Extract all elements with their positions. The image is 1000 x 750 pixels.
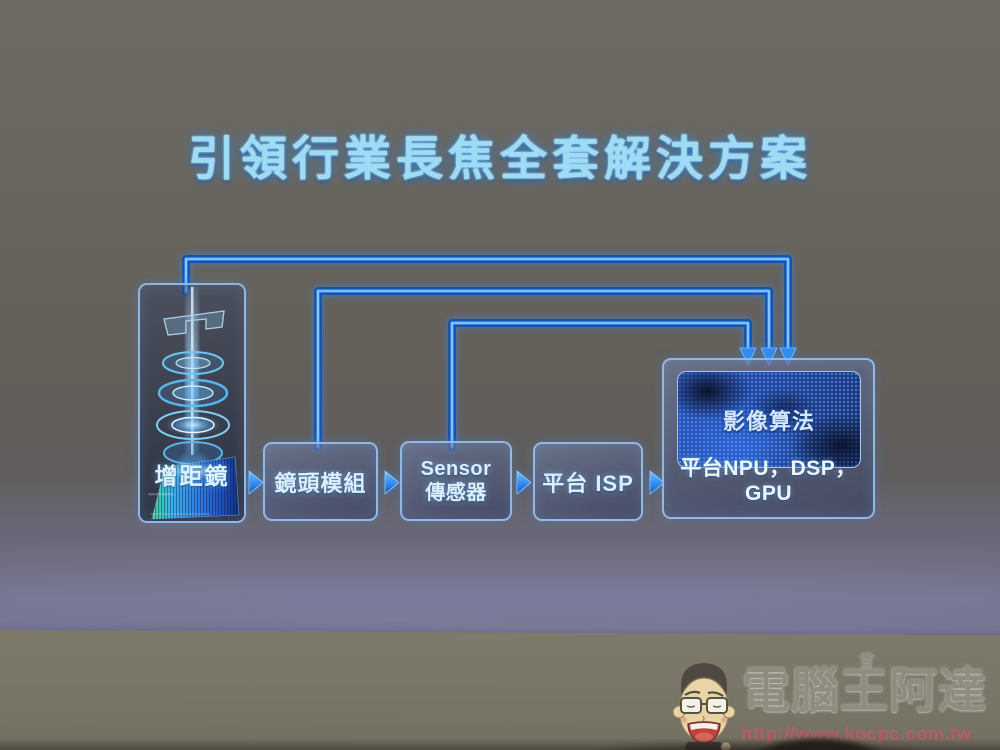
image-algorithm-label: 影像算法 (722, 408, 815, 434)
node-lens-module-label: 鏡頭模組 (274, 470, 367, 496)
node-platform-compute: 影像算法 平台NPU，DSP，GPU (662, 358, 875, 519)
node-sensor-label-zh: 傳感器 (425, 482, 487, 504)
node-sensor-label-en: Sensor (420, 458, 492, 480)
kocpc-avatar-icon (672, 663, 736, 750)
teleconverter-lens-illustration (148, 287, 240, 520)
photo-bottom-shade (0, 738, 1000, 750)
node-platform-isp: 平台 ISP (533, 442, 643, 521)
node-platform-compute-label: 平台NPU，DSP，GPU (680, 457, 857, 505)
node-teleconverter-label: 增距鏡 (154, 463, 230, 489)
node-sensor-label: Sensor 傳感器 (402, 443, 510, 519)
node-sensor: Sensor 傳感器 (400, 441, 512, 521)
watermark-site-url: http://www.kocpc.com.tw (741, 723, 972, 744)
audience-head-silhouette (742, 739, 894, 750)
image-algorithm-panel: 影像算法 (677, 371, 861, 468)
node-platform-isp-label: 平台 ISP (542, 470, 634, 496)
projection-screen: 引領行業長焦全套解決方案 (0, 0, 1000, 636)
crown-icon: ♛ (857, 648, 877, 673)
node-teleconverter: 增距鏡 (138, 283, 246, 523)
slide-title: 引領行業長焦全套解決方案 (188, 132, 812, 185)
watermark-site-name: 電腦王阿達 (742, 665, 988, 718)
audience-shadow (596, 745, 926, 750)
node-lens-module: 鏡頭模組 (263, 442, 378, 521)
